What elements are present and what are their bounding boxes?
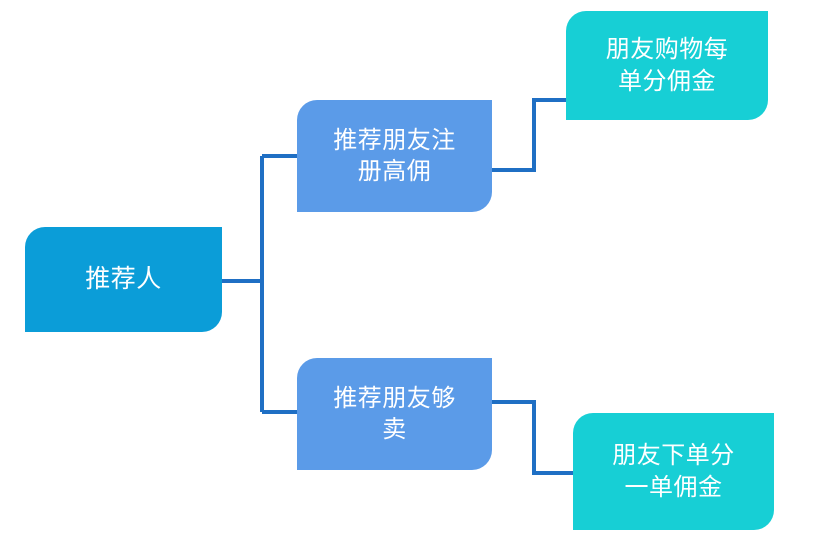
node-friend-order-commission[interactable]: 朋友下单分 一单佣金 (573, 413, 774, 530)
node-friend-shopping-commission-label: 朋友购物每 单分佣金 (605, 36, 729, 95)
node-referral-signup[interactable]: 推荐朋友注 册高佣 (297, 100, 492, 212)
node-referral-signup-label: 推荐朋友注 册高佣 (333, 126, 456, 185)
node-friend-shopping-commission[interactable]: 朋友购物每 单分佣金 (566, 11, 768, 120)
node-friend-order-commission-label: 朋友下单分 一单佣金 (612, 442, 735, 501)
node-referral-sell-label: 推荐朋友够 卖 (333, 384, 456, 443)
connector-referral-signup-to-friend-shopping (492, 98, 566, 172)
node-root-referrer-label: 推荐人 (85, 265, 162, 294)
node-root-referrer[interactable]: 推荐人 (25, 227, 222, 332)
connector-referral-sell-to-friend-order (492, 400, 573, 475)
node-referral-sell[interactable]: 推荐朋友够 卖 (297, 358, 492, 470)
